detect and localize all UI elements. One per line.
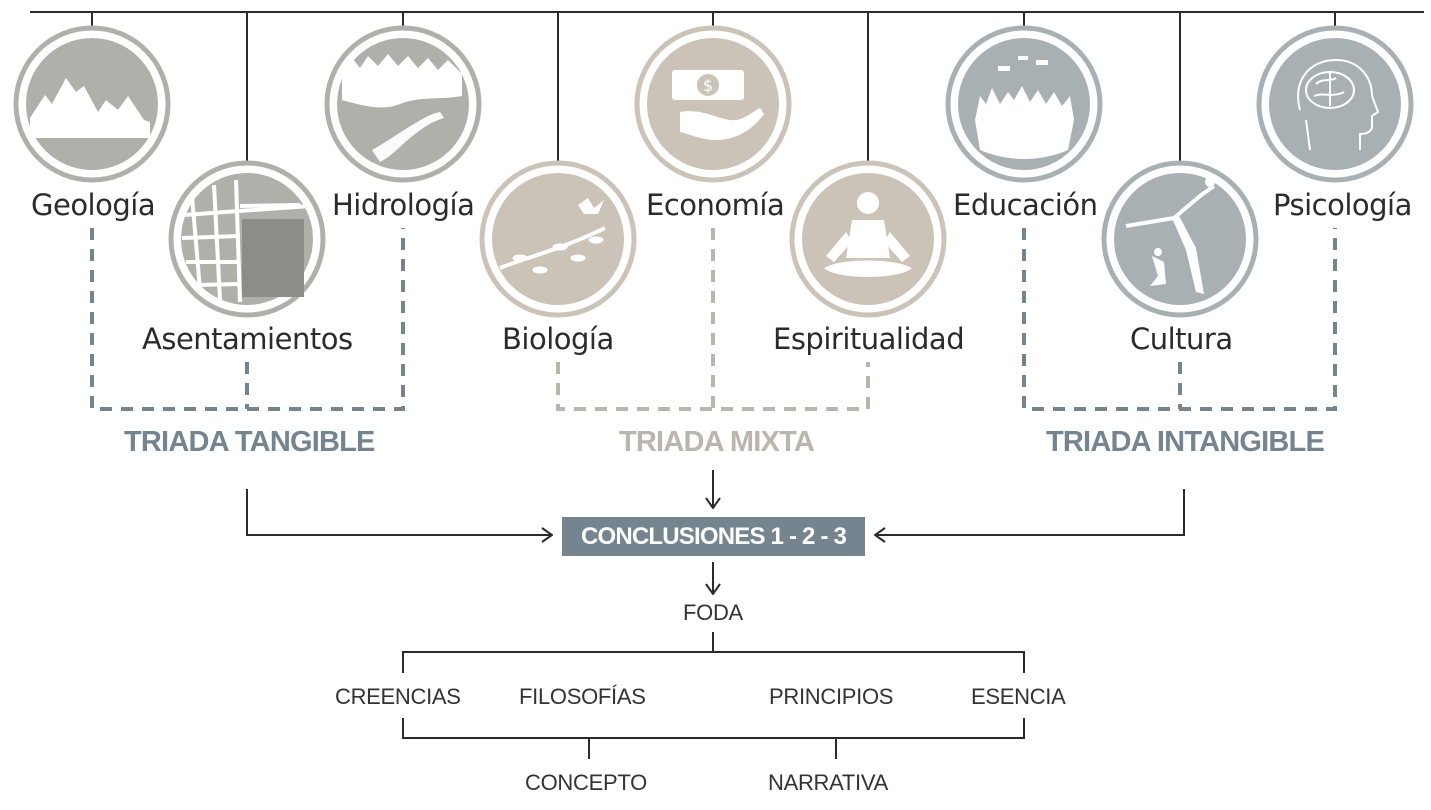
city-block (242, 219, 304, 297)
circle-hidrologia (324, 25, 482, 183)
pillar-principios: PRINCIPIOS (769, 684, 894, 709)
label-biologia: Biología (502, 322, 614, 356)
triad-intangible-title: TRIADA INTANGIBLE (1046, 426, 1325, 458)
circle-biologia (479, 160, 637, 318)
circle-asentamientos (168, 160, 326, 318)
label-psicologia: Psicología (1273, 188, 1412, 222)
circle-psicologia (1256, 25, 1414, 183)
triad-intangible-bracket (1022, 228, 1337, 411)
label-asentamientos: Asentamientos (142, 322, 353, 356)
foda-label: FODA (683, 600, 743, 625)
conclusiones-box: CONCLUSIONES 1 - 2 - 3 (562, 517, 865, 556)
triad-mixta-title: TRIADA MIXTA (619, 426, 815, 458)
label-espiritualidad: Espiritualidad (773, 322, 965, 356)
label-geologia: Geología (31, 188, 156, 222)
foda-tree-lines (402, 632, 1025, 759)
brain-head-icon (1297, 58, 1380, 151)
circle-espiritualidad (789, 160, 947, 318)
river-forest-icon (342, 54, 462, 162)
triad-tangible-bracket (90, 228, 405, 411)
circle-cultura (1101, 160, 1259, 318)
circle-educacion (945, 25, 1103, 183)
triad-mixta-bracket (556, 228, 870, 411)
pillar-creencias: CREENCIAS (335, 684, 461, 709)
mountains-icon (30, 78, 150, 138)
flow-arrows (246, 470, 1185, 594)
pillar-filosofias: FILOSOFÍAS (519, 684, 646, 709)
money-hand-icon: $ (672, 70, 764, 140)
output-concepto: CONCEPTO (525, 770, 647, 795)
triad-tangible-title: TRIADA TANGIBLE (124, 426, 375, 458)
city-grid-icon (181, 179, 311, 303)
label-economia: Economía (646, 188, 785, 222)
meditation-icon (824, 192, 912, 277)
label-cultura: Cultura (1130, 322, 1233, 356)
svg-text:$: $ (703, 76, 713, 95)
circle-geologia (13, 25, 171, 183)
dancer-icon (1125, 177, 1216, 294)
graduation-icon (975, 56, 1074, 159)
label-educacion: Educación (953, 188, 1098, 222)
birds-branch-icon (499, 198, 606, 274)
output-narrativa: NARRATIVA (768, 770, 888, 795)
circle-economia: $ (634, 25, 792, 183)
label-hidrologia: Hidrología (332, 188, 475, 222)
pillar-esencia: ESENCIA (971, 684, 1066, 709)
top-connector-lines (30, 11, 1424, 163)
